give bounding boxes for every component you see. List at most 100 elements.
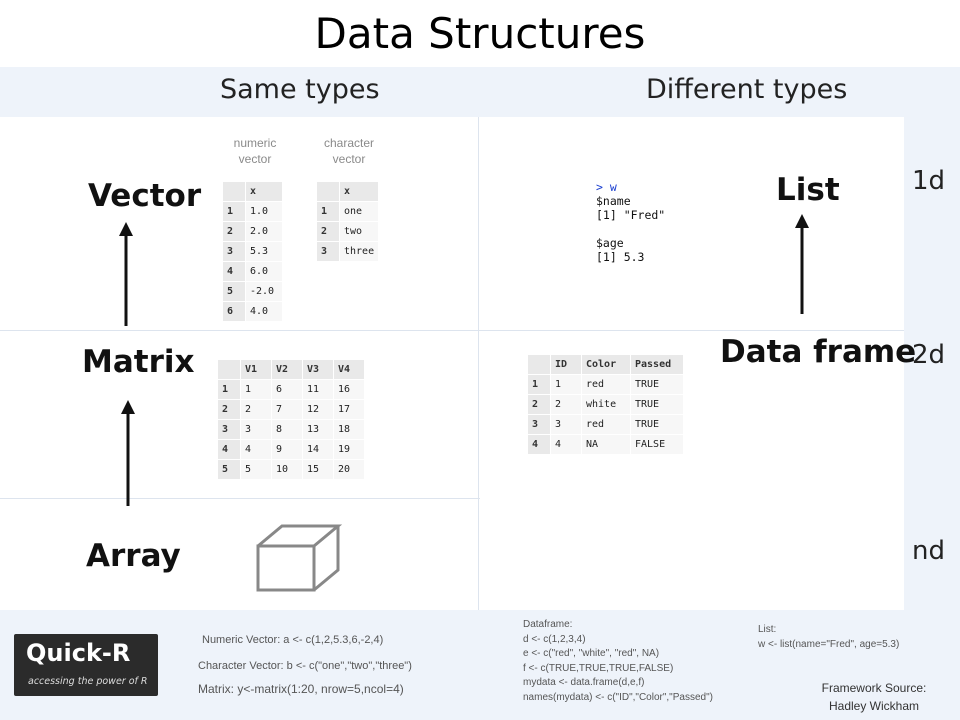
dim-1d: 1d — [912, 166, 946, 196]
header-band — [0, 67, 960, 117]
same-types-header: Same types — [220, 74, 380, 105]
table-cell: 8 — [271, 419, 303, 440]
logo-tagline: accessing the power of R — [28, 676, 148, 687]
list-output: $name [1] "Fred" $age [1] 5.3 — [596, 194, 666, 264]
row-number: 2 — [217, 399, 241, 420]
table-cell: 10 — [271, 459, 303, 480]
row-number: 4 — [222, 261, 246, 282]
different-types-header: Different types — [646, 74, 848, 105]
table-cell: 20 — [333, 459, 365, 480]
table-header: V1 — [240, 359, 272, 380]
table-cell: 6.0 — [245, 261, 283, 282]
table-cell: 17 — [333, 399, 365, 420]
list-code: List: w <- list(name="Fred", age=5.3) — [758, 624, 900, 650]
dim-nd: nd — [912, 536, 945, 566]
framework-source: Framework Source: Hadley Wickham — [821, 681, 927, 713]
arrow-array-to-matrix — [121, 400, 135, 506]
table-header-corner — [527, 354, 551, 375]
table-header: Color — [581, 354, 631, 375]
logo-title: Quick-R — [26, 639, 131, 667]
row-number: 1 — [222, 201, 246, 222]
list-label: List — [776, 172, 840, 208]
character-vector-caption: character vector — [323, 136, 375, 166]
table-cell: one — [338, 201, 380, 222]
row-divider-1 — [0, 330, 904, 331]
table-header-corner — [316, 181, 340, 202]
row-number: 5 — [222, 281, 246, 302]
table-cell: 12 — [302, 399, 334, 420]
table-header: V4 — [333, 359, 365, 380]
table-cell: 1.0 — [245, 201, 283, 222]
table-header: V2 — [271, 359, 303, 380]
row-number: 3 — [527, 414, 551, 435]
footer-band — [0, 610, 960, 720]
numeric-vector-code: Numeric Vector: a <- c(1,2,5.3,6,-2,4) — [202, 634, 384, 646]
table-cell: 4.0 — [245, 301, 283, 322]
row-number: 3 — [222, 241, 246, 262]
table-header: ID — [550, 354, 582, 375]
table-cell: TRUE — [630, 414, 684, 435]
row-number: 1 — [527, 374, 551, 395]
vector-label: Vector — [88, 178, 202, 214]
table-cell: 15 — [302, 459, 334, 480]
row-number: 1 — [217, 379, 241, 400]
row-divider-2 — [0, 498, 480, 499]
matrix-label: Matrix — [82, 344, 195, 380]
table-cell: 9 — [271, 439, 303, 460]
row-number: 2 — [316, 221, 340, 242]
table-header: V3 — [302, 359, 334, 380]
table-cell: 11 — [302, 379, 334, 400]
table-cell: 3 — [240, 419, 272, 440]
row-number: 1 — [316, 201, 340, 222]
table-cell: FALSE — [630, 434, 684, 455]
arrow-matrix-to-vector — [119, 222, 133, 326]
table-cell: two — [338, 221, 380, 242]
table-header-corner — [217, 359, 241, 380]
list-prompt: > w — [596, 180, 617, 194]
table-cell: 19 — [333, 439, 365, 460]
page-title: Data Structures — [314, 9, 646, 58]
character-vector-code: Character Vector: b <- c("one","two","th… — [198, 660, 412, 672]
dimension-band — [904, 117, 960, 610]
row-number: 4 — [527, 434, 551, 455]
cube-icon — [256, 524, 343, 592]
table-row: 5-2.0 — [222, 281, 283, 302]
table-cell: NA — [581, 434, 631, 455]
table-cell: 6 — [271, 379, 303, 400]
row-number: 2 — [222, 221, 246, 242]
table-header: Passed — [630, 354, 684, 375]
table-header-corner — [222, 181, 246, 202]
table-cell: red — [581, 414, 631, 435]
quick-r-logo: Quick-R accessing the power of R — [14, 634, 158, 696]
matrix-code: Matrix: y<-matrix(1:20, nrow=5,ncol=4) — [198, 682, 404, 696]
dim-2d: 2d — [912, 340, 946, 370]
table-cell: red — [581, 374, 631, 395]
table-cell: 13 — [302, 419, 334, 440]
table-cell: TRUE — [630, 394, 684, 415]
row-number: 2 — [527, 394, 551, 415]
table-cell: 2 — [240, 399, 272, 420]
table-cell: -2.0 — [245, 281, 283, 302]
table-cell: 16 — [333, 379, 365, 400]
table-header: x — [245, 181, 283, 202]
table-cell: TRUE — [630, 374, 684, 395]
table-cell: 2 — [550, 394, 582, 415]
table-cell: 4 — [240, 439, 272, 460]
